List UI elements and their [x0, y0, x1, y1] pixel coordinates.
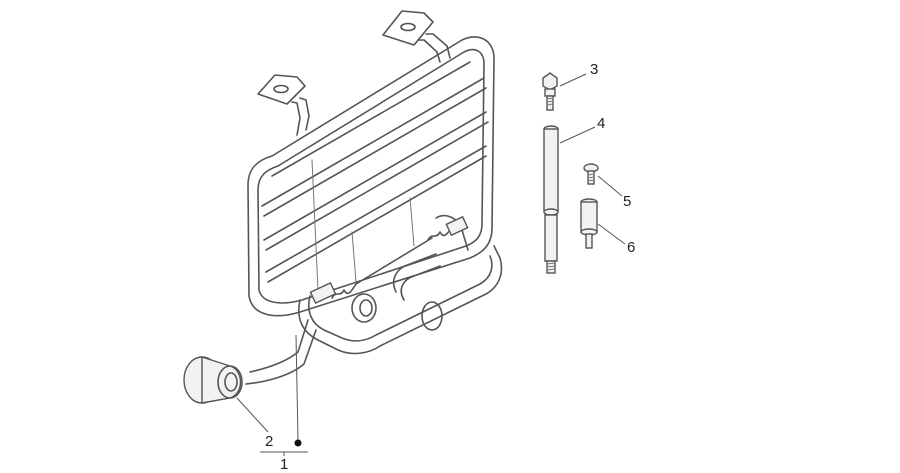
callout-3: 3: [590, 61, 598, 78]
rack-outer-frame: [247, 36, 495, 317]
rack-lower-carrier: [298, 214, 503, 355]
leader-lines: [236, 73, 626, 456]
callout-2: 2: [265, 433, 273, 450]
reference-dot: [294, 439, 302, 447]
callout-1: 1: [280, 456, 288, 473]
part-6-spacer: [580, 198, 598, 249]
part-3-bolt: [542, 72, 558, 111]
part-5-screw: [583, 163, 599, 185]
callout-5: 5: [623, 193, 631, 210]
callout-4: 4: [597, 115, 605, 132]
rack-top-bracket-right: [382, 10, 451, 63]
rack-top-bracket-left: [257, 74, 310, 136]
part-2-rubber-bush: [183, 356, 243, 404]
callout-6: 6: [627, 239, 635, 256]
rack-hinge-springs: [309, 215, 469, 323]
rear-luggage-rack: [245, 10, 503, 385]
part-4-spacer: [543, 125, 559, 274]
rack-slats: [261, 61, 489, 283]
